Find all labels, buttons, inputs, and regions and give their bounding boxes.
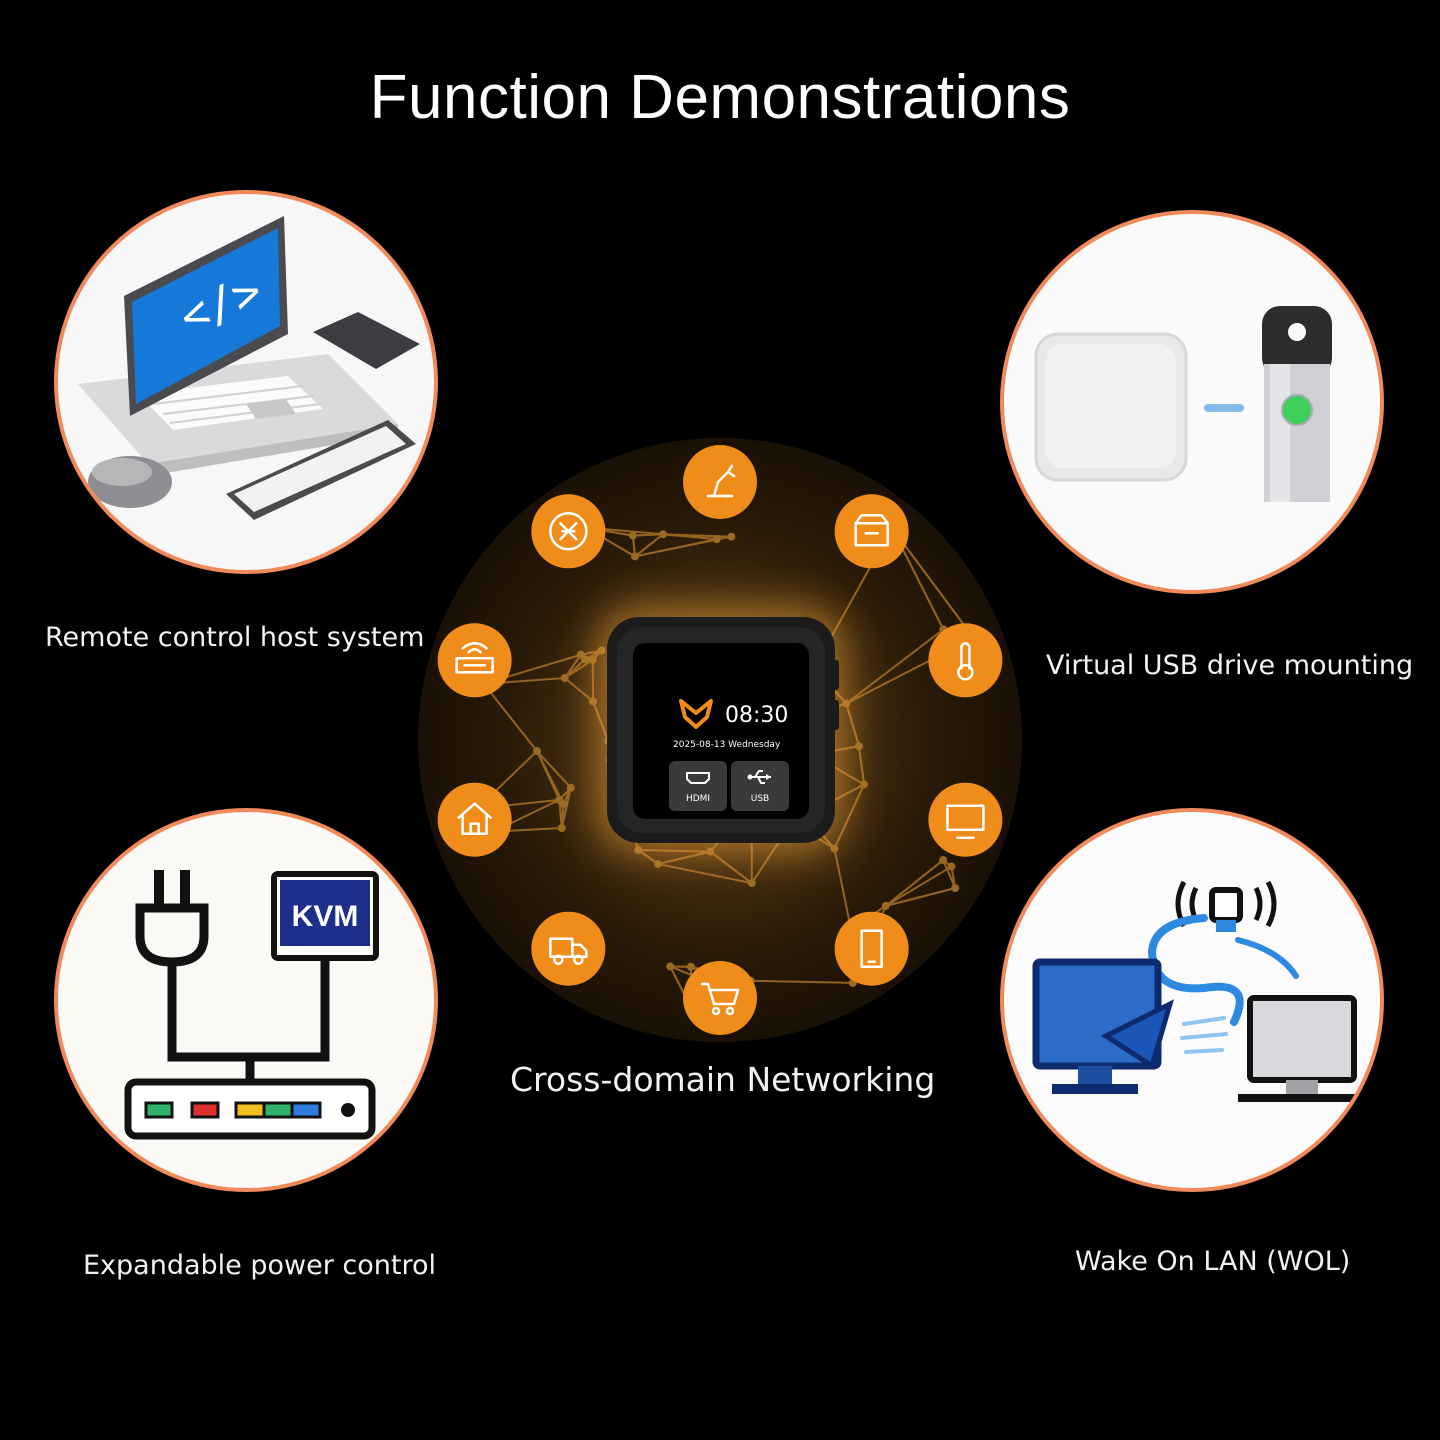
router-icon (437, 623, 512, 698)
networking-label: Cross-domain Networking (510, 1060, 936, 1099)
usb-mount-image (1000, 210, 1384, 594)
network-node (560, 674, 569, 683)
hdmi-port-tile: HDMI (669, 761, 727, 811)
phone-icon (834, 911, 909, 986)
kvm-text: KVM (292, 900, 359, 933)
network-node (630, 552, 639, 561)
network-node (628, 531, 637, 540)
network-node (588, 655, 597, 664)
power-control-label: Expandable power control (83, 1250, 436, 1281)
network-node (951, 884, 960, 893)
satellite-icon (531, 494, 606, 569)
device-date: 2025-08-13 Wednesday (673, 740, 781, 750)
usb-icon (747, 770, 771, 784)
laptop-illustration: </> (58, 194, 434, 570)
network-node (881, 901, 890, 910)
hdmi-label: HDMI (685, 794, 711, 804)
device-side-button (833, 700, 839, 730)
network-node (712, 535, 721, 544)
network-node (559, 799, 568, 808)
page-title: Function Demonstrations (369, 63, 1071, 132)
network-node (947, 862, 956, 871)
home-icon (437, 782, 512, 857)
kvm-device: 08:30 2025-08-13 Wednesday HDMI USB (607, 617, 835, 843)
device-screen: 08:30 2025-08-13 Wednesday HDMI USB (633, 643, 809, 819)
network-node (566, 783, 575, 792)
network-node (842, 699, 851, 708)
usb-mount-label: Virtual USB drive mounting (1046, 650, 1414, 681)
network-node (706, 847, 715, 856)
thermometer-icon (928, 623, 1003, 698)
network-node (597, 646, 606, 655)
device-clock: 08:30 (725, 703, 789, 728)
usb-label: USB (750, 794, 770, 804)
monitor-icon (928, 782, 1003, 857)
usb-drive-illustration (1004, 214, 1380, 590)
remote-control-label: Remote control host system (45, 622, 425, 653)
network-node (686, 962, 695, 971)
wol-label: Wake On LAN (WOL) (1075, 1246, 1351, 1277)
power-kvm-illustration: KVM (58, 812, 434, 1188)
network-node (747, 879, 756, 888)
remote-control-image: </> (54, 190, 438, 574)
usb-port-tile: USB (731, 761, 789, 811)
network-node (855, 742, 864, 751)
cart-icon (683, 961, 757, 1035)
network-node (589, 697, 598, 706)
box-icon (834, 494, 909, 569)
network-node (859, 780, 868, 789)
wol-image (1000, 808, 1384, 1192)
robot-arm-icon (683, 445, 757, 519)
network-node (939, 856, 948, 865)
device-side-button (833, 660, 839, 690)
wol-illustration (1004, 812, 1380, 1188)
fox-logo-icon (679, 699, 713, 729)
network-node (634, 845, 643, 854)
truck-icon (531, 911, 606, 986)
network-node (666, 962, 675, 971)
hdmi-icon (686, 772, 710, 784)
network-node (532, 747, 541, 756)
network-node (557, 823, 566, 832)
network-node (654, 860, 663, 869)
power-control-image: KVM (54, 808, 438, 1192)
network-node (830, 844, 839, 853)
network-node (727, 532, 736, 541)
network-node (576, 650, 585, 659)
network-node (659, 530, 668, 539)
